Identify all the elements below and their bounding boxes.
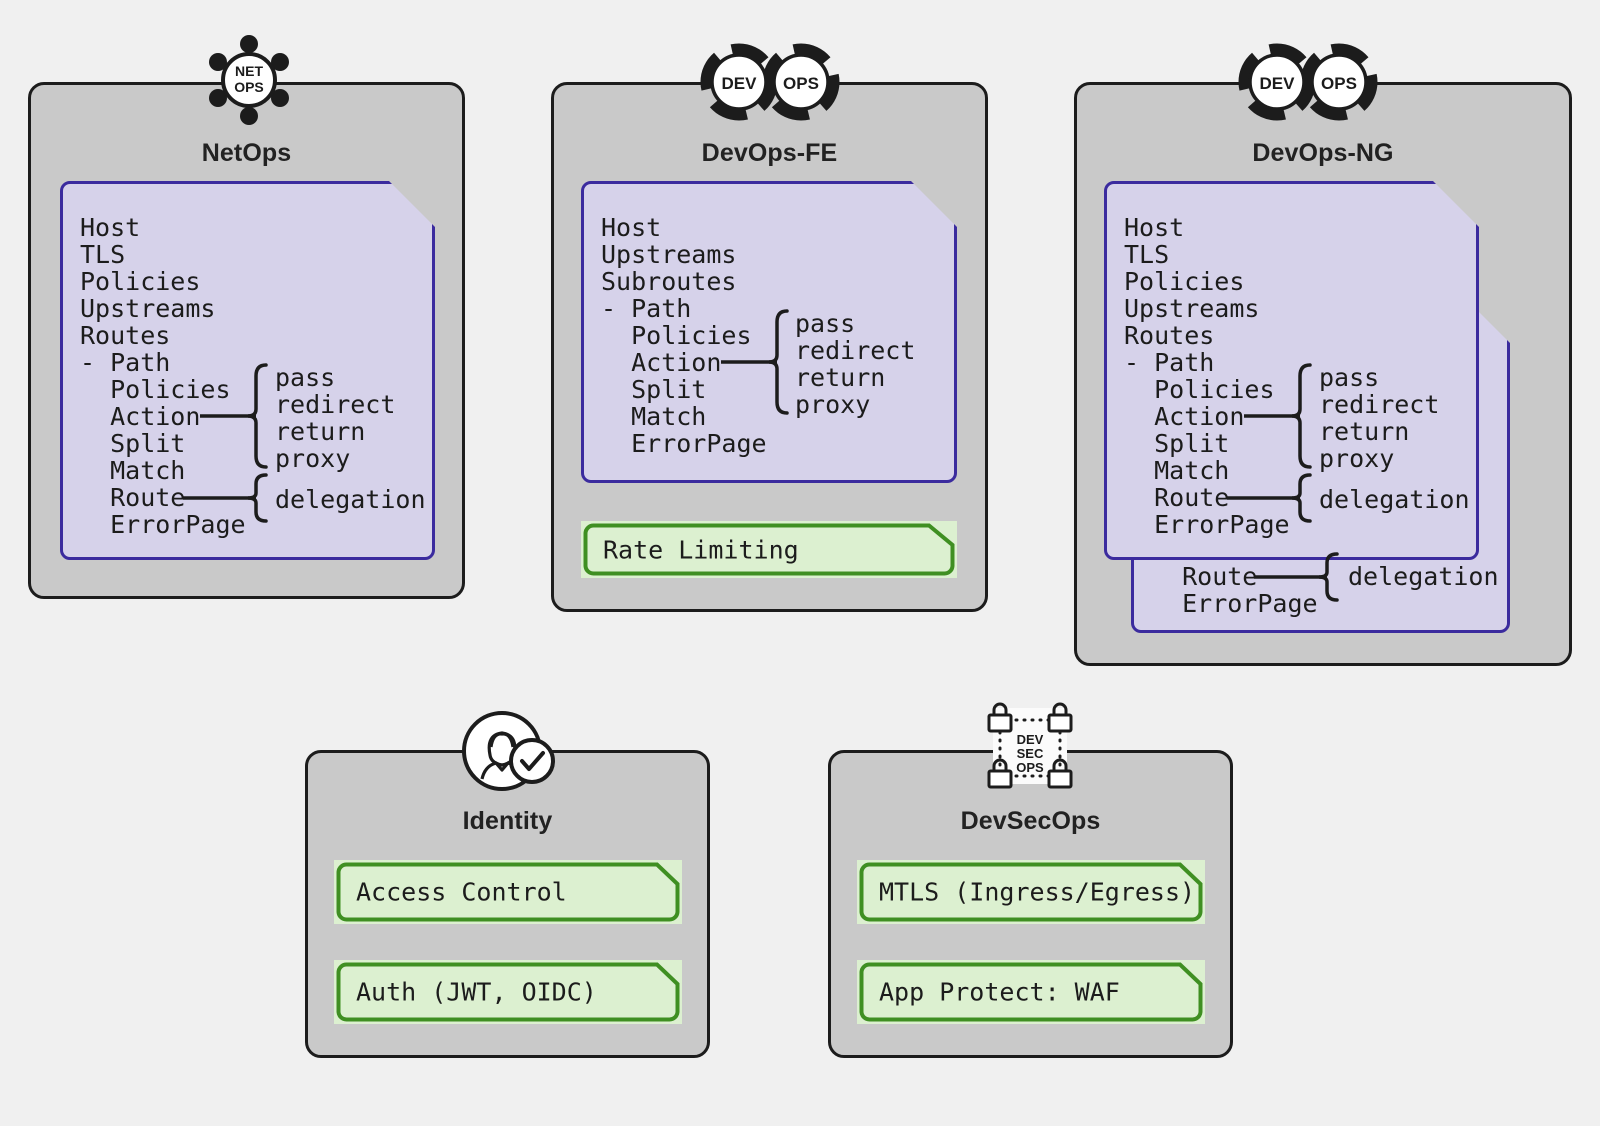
feature-pill-label: Rate Limiting <box>603 535 799 564</box>
devops-ng-icon-left: DEV <box>1260 74 1296 93</box>
feature-pill-mtls: MTLS (Ingress/Egress) <box>857 860 1205 924</box>
devsecops-locks-icon: DEV SEC OPS <box>975 700 1085 796</box>
config-text-netops: Host TLS Policies Upstreams Routes - Pat… <box>80 213 246 539</box>
feature-pill-app-protect: App Protect: WAF <box>857 960 1205 1024</box>
group-title-identity: Identity <box>462 807 553 835</box>
devops-fe-icon-right: OPS <box>783 74 819 93</box>
config-text-devops-ng: Host TLS Policies Upstreams Routes - Pat… <box>1124 213 1290 539</box>
feature-pill-auth: Auth (JWT, OIDC) <box>334 960 682 1024</box>
group-title-netops: NetOps <box>201 139 292 167</box>
devsecops-icon-line2: SEC <box>1017 746 1044 761</box>
feature-pill-label: MTLS (Ingress/Egress) <box>879 877 1196 907</box>
devops-fe-action-options: pass redirect return proxy <box>795 309 916 419</box>
netops-hub-icon: NET OPS <box>203 32 295 128</box>
netops-route-options: delegation <box>275 485 426 514</box>
devops-loop-icon-ng: DEV OPS <box>1232 42 1384 122</box>
devops-fe-icon-left: DEV <box>722 74 758 93</box>
feature-pill-access-control: Access Control <box>334 860 682 924</box>
netops-icon-line1: NET <box>235 63 263 79</box>
config-text-devops-fe: Host Upstreams Subroutes - Path Policies… <box>601 213 767 458</box>
config-text-devops-ng-back: Route ErrorPage <box>1182 562 1318 618</box>
devops-ng-route-options: delegation <box>1319 485 1470 514</box>
feature-pill-label: Access Control <box>356 877 567 907</box>
devops-loop-icon-fe: DEV OPS <box>694 42 846 122</box>
devsecops-icon-line3: OPS <box>1016 760 1044 775</box>
identity-verified-user-icon <box>458 711 558 791</box>
netops-icon-line2: OPS <box>234 79 264 95</box>
group-title-devops-fe: DevOps-FE <box>701 139 838 167</box>
group-title-devops-ng: DevOps-NG <box>1252 139 1394 167</box>
feature-pill-label: App Protect: WAF <box>879 977 1120 1007</box>
group-title-devsecops: DevSecOps <box>960 807 1101 835</box>
devops-ng-back-route-options: delegation <box>1348 562 1499 591</box>
devsecops-icon-line1: DEV <box>1017 732 1044 747</box>
devops-ng-action-options: pass redirect return proxy <box>1319 363 1440 473</box>
netops-action-options: pass redirect return proxy <box>275 363 396 473</box>
feature-pill-label: Auth (JWT, OIDC) <box>356 977 597 1007</box>
feature-pill-rate-limiting: Rate Limiting <box>581 521 957 578</box>
devops-ng-icon-right: OPS <box>1321 74 1357 93</box>
